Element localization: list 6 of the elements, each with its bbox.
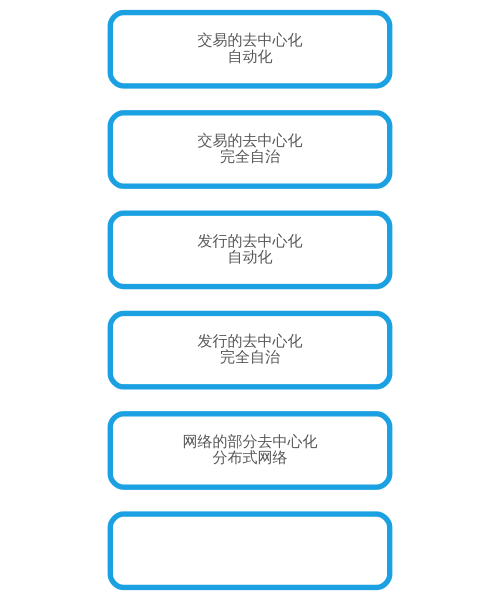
node-box: 交易的去中心化 自动化 [108, 10, 392, 89]
node-box: 发行的去中心化 自动化 [108, 210, 392, 290]
node-box: 发行的去中心化 完全自治 [108, 310, 392, 390]
node-box: 交易的去中心化 完全自治 [108, 110, 392, 189]
node-box: 网络的部分去中心化 分布式网络 [108, 411, 392, 490]
node-box [108, 511, 392, 590]
